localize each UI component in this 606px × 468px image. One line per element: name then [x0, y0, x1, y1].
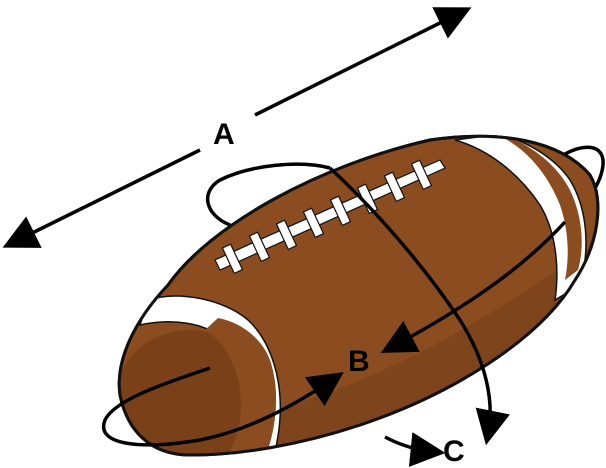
label-c: C — [443, 435, 465, 468]
football-icon — [100, 134, 606, 468]
label-b: B — [348, 345, 370, 378]
label-a: A — [213, 118, 235, 151]
axis-c-tail — [385, 437, 435, 452]
